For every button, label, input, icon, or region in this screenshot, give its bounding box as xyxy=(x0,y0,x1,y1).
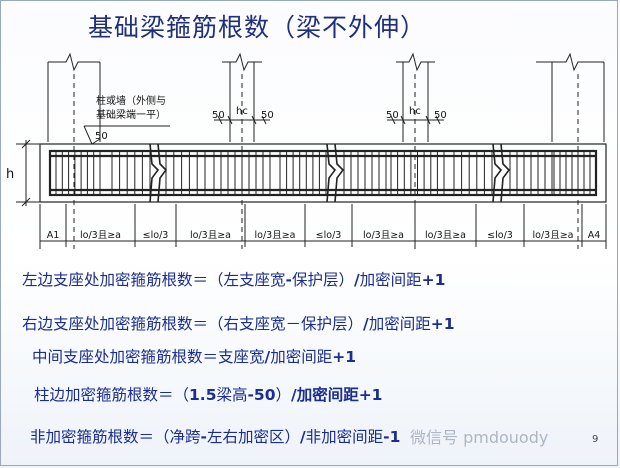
formula-right-support: 右边支座处加密箍筋根数＝（右支座宽－保护层）/加密间距+1 xyxy=(22,315,455,333)
column-left xyxy=(47,52,101,142)
segment-label: lo/3且≥a xyxy=(425,230,466,241)
break-marks xyxy=(149,143,511,203)
beam-body xyxy=(39,143,607,203)
dim-50-b: 50 xyxy=(261,110,274,121)
dim-hc-a: hc xyxy=(236,106,248,117)
segment-label: lo/3且≥a xyxy=(255,230,296,241)
segment-label: lo/3且≥a xyxy=(80,230,121,241)
formula-left-support: 左边支座处加密箍筋根数＝（左支座宽-保护层）/加密间距+1 xyxy=(22,271,446,289)
segment-label: lo/3且≥a xyxy=(533,230,574,241)
formula-non-dense: 非加密箍筋根数＝（净跨-左右加密区）/非加密间距-1 xyxy=(30,428,401,446)
slide-title: 基础梁箍筋根数（梁不外伸） xyxy=(88,13,427,42)
bottom-dim-line xyxy=(39,204,607,249)
column-label-line2: 基础梁端一平） xyxy=(96,108,166,121)
column-3 xyxy=(396,52,435,142)
segment-label: ≤lo/3 xyxy=(487,230,513,241)
hc-dims xyxy=(214,115,444,125)
segment-label: A1 xyxy=(47,230,60,241)
column-label-leader xyxy=(83,125,170,145)
segment-label: lo/3且≥a xyxy=(363,230,404,241)
segment-label: lo/3且≥a xyxy=(190,230,231,241)
segment-label: ≤lo/3 xyxy=(143,230,169,241)
column-label-line1: 柱或墙（外侧与 xyxy=(96,94,166,107)
segment-labels: A1 lo/3且≥a ≤lo/3 lo/3且≥a lo/3且≥a ≤lo/3 lo/3且≥a… xyxy=(47,230,601,241)
column-2 xyxy=(222,52,262,142)
stirrup-lines xyxy=(55,152,597,194)
watermark: 微信号 pmdouody xyxy=(410,428,549,447)
dim-50-d: 50 xyxy=(434,110,447,121)
formula-column-edge: 柱边加密箍筋根数＝（1.5梁高-50）/加密间距+1 xyxy=(34,386,383,404)
h-dimension xyxy=(16,139,40,207)
dim-50-left: 50 xyxy=(95,131,108,142)
segment-label: ≤lo/3 xyxy=(316,230,342,241)
formula-middle-support: 中间支座处加密箍筋根数＝支座宽/加密间距+1 xyxy=(32,348,356,366)
beam-stirrup-diagram: 柱或墙（外侧与 基础梁端一平） 50 50 hc 50 50 hc 50 h A… xyxy=(6,52,607,249)
page-number: 9 xyxy=(592,434,599,445)
dim-50-a: 50 xyxy=(212,110,225,121)
h-label: h xyxy=(6,167,14,182)
column-right xyxy=(536,52,605,142)
segment-ticks xyxy=(39,204,607,247)
dim-50-c: 50 xyxy=(386,110,399,121)
dim-hc-b: hc xyxy=(409,106,421,117)
segment-label: A4 xyxy=(588,230,601,241)
